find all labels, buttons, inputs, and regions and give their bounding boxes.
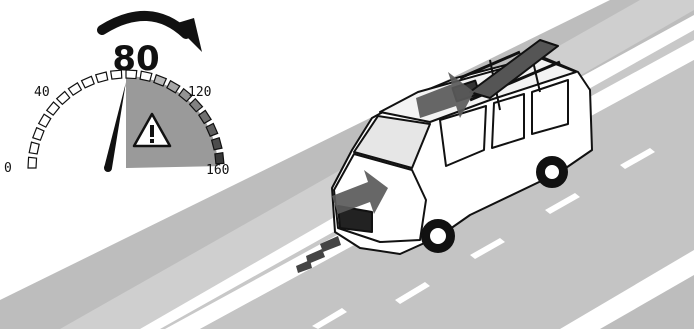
gauge-segment xyxy=(47,102,60,115)
gauge-segment xyxy=(82,76,95,87)
gauge-segment xyxy=(28,157,37,168)
gauge-segment xyxy=(29,142,39,154)
gauge-segment xyxy=(212,138,222,150)
tick-label-40: 40 xyxy=(34,85,50,100)
gauge-segment xyxy=(39,114,51,127)
gauge-segment xyxy=(57,92,70,105)
gauge-needle xyxy=(104,82,126,168)
gauge-hub xyxy=(104,164,112,172)
gauge-segment xyxy=(96,72,108,82)
gauge-segment xyxy=(68,83,81,95)
speed-readout: 80 xyxy=(112,39,159,79)
gauge-segment xyxy=(33,128,44,141)
tick-label-160: 160 xyxy=(206,163,229,178)
tick-label-0: 0 xyxy=(4,161,12,176)
tick-label-120: 120 xyxy=(188,85,211,100)
